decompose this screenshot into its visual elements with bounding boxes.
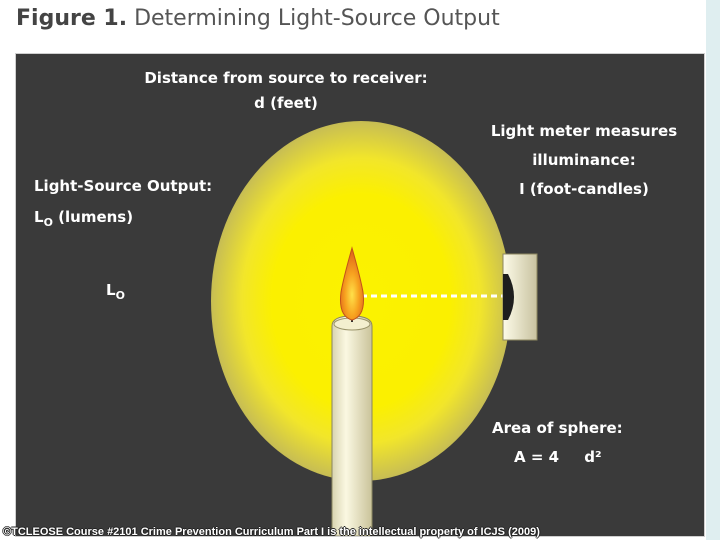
output-label-line1: Light-Source Output: bbox=[34, 179, 212, 194]
lo-label: LO bbox=[106, 283, 125, 301]
copyright-footer: ©TCLEOSE Course #2101 Crime Prevention C… bbox=[3, 526, 540, 538]
area-label-line2: A = 4 d² bbox=[492, 450, 623, 465]
flame-icon bbox=[340, 248, 363, 320]
candle bbox=[332, 312, 372, 536]
area-label: Area of sphere: A = 4 d² bbox=[492, 421, 623, 465]
distance-label-line1: Distance from source to receiver: bbox=[141, 71, 431, 86]
output-l: L bbox=[34, 208, 44, 226]
output-label: Light-Source Output: LO (lumens) bbox=[34, 179, 212, 228]
area-label-line1: Area of sphere: bbox=[492, 421, 623, 436]
meter-label-line2: illuminance: bbox=[484, 153, 684, 168]
meter-label-line1: Light meter measures bbox=[484, 124, 684, 139]
lo-l: L bbox=[106, 281, 116, 299]
light-meter-icon bbox=[503, 254, 537, 340]
output-units: (lumens) bbox=[53, 208, 133, 226]
distance-label: Distance from source to receiver: d (fee… bbox=[141, 71, 431, 111]
area-formula-rest: d² bbox=[584, 448, 601, 466]
output-label-line2: LO (lumens) bbox=[34, 210, 212, 228]
figure-label: Figure 1. bbox=[16, 6, 127, 31]
output-sub: O bbox=[44, 216, 53, 229]
meter-label: Light meter measures illuminance: I (foo… bbox=[484, 124, 684, 197]
right-edge-strip bbox=[706, 0, 720, 540]
distance-label-line2: d (feet) bbox=[141, 96, 431, 111]
figure-title: Figure 1. Determining Light-Source Outpu… bbox=[16, 6, 500, 31]
meter-label-line3: I (foot-candles) bbox=[484, 182, 684, 197]
lo-sub: O bbox=[116, 289, 125, 302]
diagram-panel: Distance from source to receiver: d (fee… bbox=[15, 53, 705, 537]
area-formula: A = 4 bbox=[514, 448, 559, 466]
figure-title-text: Determining Light-Source Output bbox=[134, 6, 500, 31]
